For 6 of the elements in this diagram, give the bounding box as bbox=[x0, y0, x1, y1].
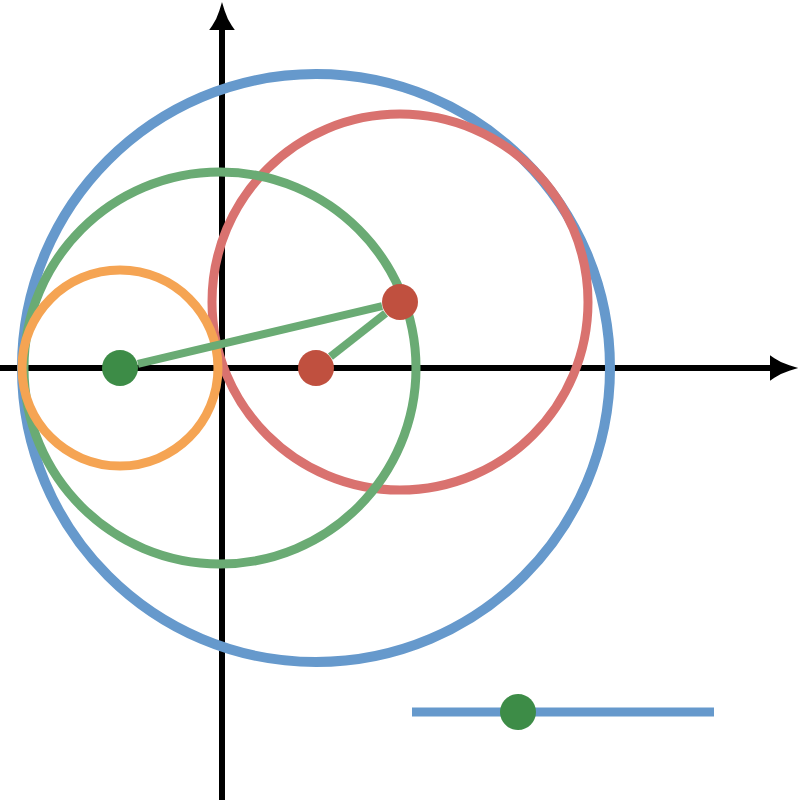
line-segment bbox=[137, 302, 383, 368]
line-segment bbox=[328, 310, 388, 360]
point-dot bbox=[102, 350, 138, 386]
point-dot bbox=[382, 284, 418, 320]
point-dot bbox=[500, 694, 536, 730]
point-dot bbox=[298, 350, 334, 386]
